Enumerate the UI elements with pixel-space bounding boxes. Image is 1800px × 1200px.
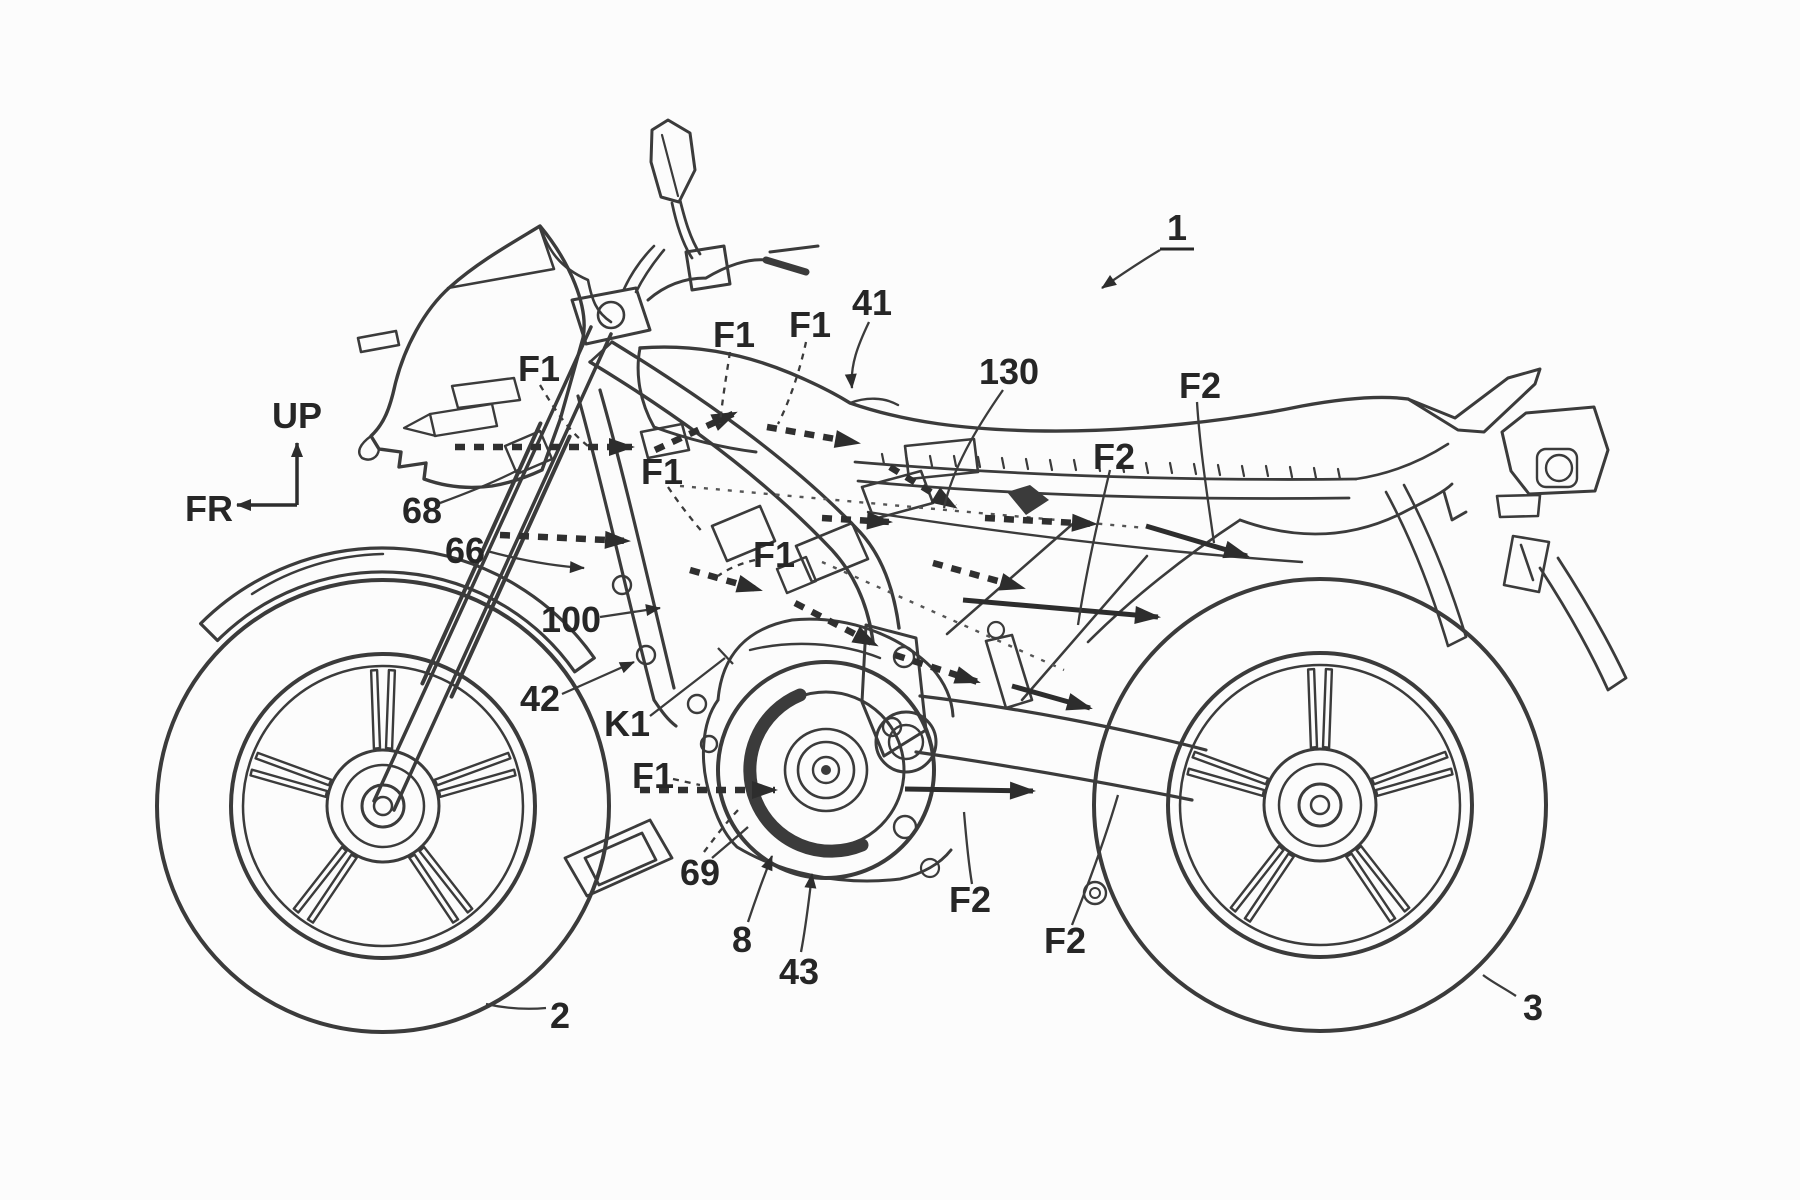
ref-label-3: 3 [1523,987,1543,1028]
handlebar-grip [762,256,810,276]
ancillary-components [563,422,1049,898]
front-fork [372,325,613,812]
frame [576,340,1358,758]
turn-signal [356,329,401,354]
ref-label-66: 66 [445,530,485,571]
throttle-body [860,469,935,521]
headlight-lower [428,402,499,438]
taillight-box [1500,405,1610,496]
bar-clamp [684,244,732,292]
label-leaders [439,249,1517,1010]
front-wheel [155,578,611,1034]
brake-lever [768,244,820,254]
ref-label-f1-f: F1 [632,755,674,796]
mirror-and-handlebar [570,118,820,346]
seat-rail-ticks [880,452,1342,481]
front-fender [199,546,596,674]
clutch-basket [743,688,869,858]
ref-label-f1-b: F1 [713,314,755,355]
windscreen-fold [446,226,556,290]
ref-label-2: 2 [550,995,570,1036]
ref-label-69: 69 [680,852,720,893]
ref-label-41: 41 [852,282,892,323]
pivot-plate [860,623,928,758]
ref-label-fr: FR [185,488,233,529]
ref-label-100: 100 [541,599,601,640]
ref-label-f1-e: F1 [753,534,795,575]
ref-label-42: 42 [520,678,560,719]
flow-guide-lines [679,484,1147,672]
front-fairing [356,224,613,489]
headlight-upper [450,376,522,410]
swingarm [892,620,1208,906]
ref-label-43: 43 [779,951,819,992]
ref-label-1: 1 [1167,207,1187,248]
ref-label-f1-d: F1 [641,451,683,492]
mirror-head [649,118,697,204]
engine [702,617,955,883]
shock [984,633,1034,710]
ref-label-f1-a: F1 [518,348,560,389]
ref-label-f2-d: F2 [1044,920,1086,961]
ref-label-68: 68 [402,490,442,531]
steering-head [570,286,652,346]
rear-mudflap [1384,483,1468,648]
ref-label-130: 130 [979,351,1039,392]
injector [1007,485,1049,515]
rear-fender [1538,556,1628,692]
flow-arrows-f1 [455,410,1098,799]
ref-label-up: UP [272,395,322,436]
ref-label-f2-c: F2 [949,879,991,920]
ref-label-f2-a: F2 [1179,365,1221,406]
axis-indicator [236,442,303,511]
rear-reflector [1502,534,1551,594]
lower-clamp [503,429,554,476]
tail-wing [1406,367,1542,434]
ref-label-f2-b: F2 [1093,436,1135,477]
down-tube [576,388,678,728]
ref-label-8: 8 [732,919,752,960]
ref-label-f1-c: F1 [789,304,831,345]
rear-wheel [1092,577,1548,1033]
battery-box [563,818,674,898]
bodywork [636,345,1628,692]
flow-arrows-f2 [904,523,1250,800]
ref-label-k1: K1 [604,703,650,744]
